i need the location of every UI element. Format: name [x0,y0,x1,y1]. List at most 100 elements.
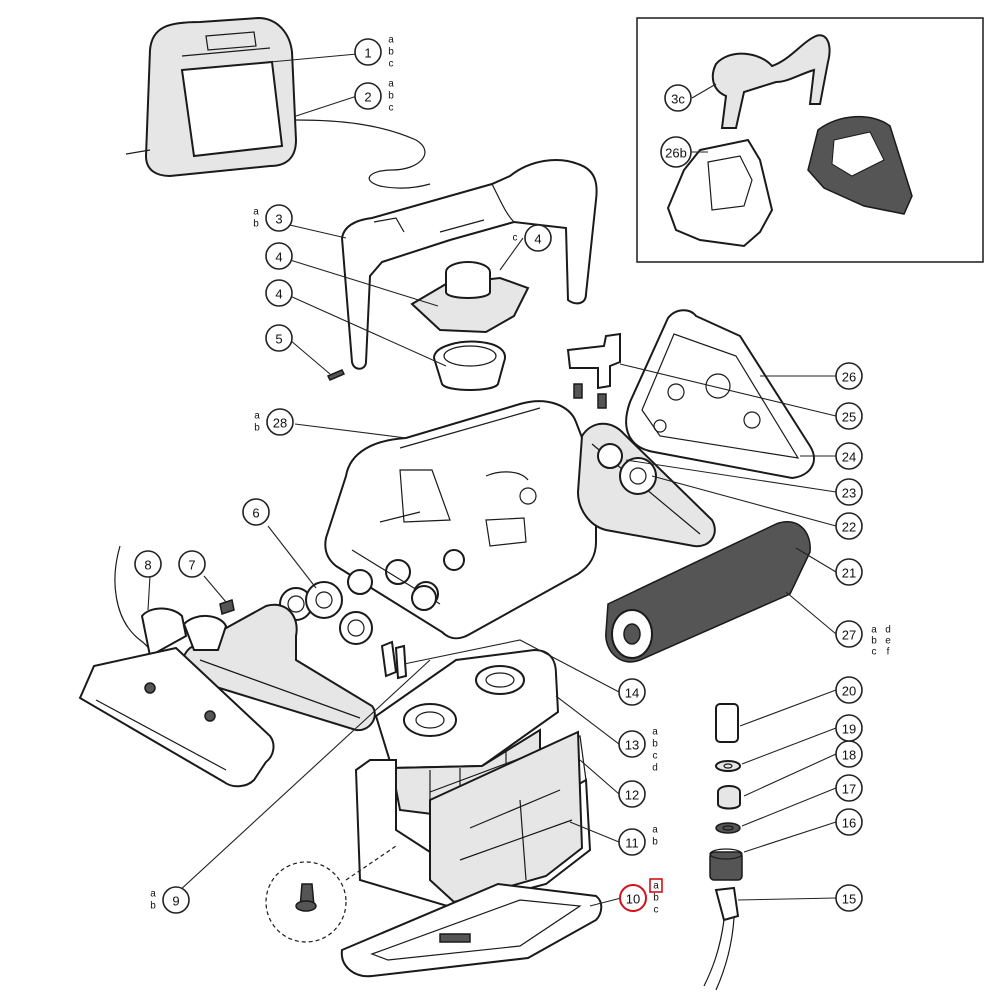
callout-circle [242,498,270,526]
filter-assembly [265,640,603,978]
variant-highlight-box [649,878,663,893]
callout-circle [835,478,863,506]
callout-7: 7 [178,550,206,578]
callout-3: 3ab [253,204,293,232]
handle [340,159,598,370]
callout-6: 6 [242,498,270,526]
callout-circle [835,362,863,390]
callout-4: 4 [265,242,293,270]
callout-variant: b [388,47,394,58]
callout-variant: c [513,233,518,244]
callout-19: 19 [835,714,863,742]
callout-number: 28 [273,416,287,431]
connector-parts-stack [703,703,743,991]
callout-number: 20 [842,684,856,699]
callout-24: 24 [835,442,863,470]
callout-number: 17 [842,782,856,797]
callout-circle [835,402,863,430]
callout-circle [835,512,863,540]
callout-circle [835,676,863,704]
callout-number: 11 [625,836,639,851]
callout-variant: c [872,647,877,658]
inset-panel [636,17,984,263]
callout-variant: b [653,893,659,904]
callout-circle [178,550,206,578]
callout-5: 5 [265,324,293,352]
callout-3c: 3c [664,84,692,112]
callout-11: 11 ab [618,825,658,856]
callout-circle [265,279,293,307]
callout-number: 6 [252,506,259,521]
callout-circle [266,408,294,436]
callout-number: 22 [842,520,856,535]
callout-variant: a [652,727,658,738]
callout-variant: b [253,219,259,230]
callout-circle [835,620,863,648]
callout-number: 19 [842,722,856,737]
callout-circle [354,82,382,110]
callout-circle [354,38,382,66]
callout-variant: a [150,889,156,900]
callout-circle [618,730,646,758]
callout-circle [524,224,552,252]
callout-circle [265,324,293,352]
callout-variant: c [653,751,658,762]
callout-number: 10 [626,892,640,907]
callout-variant: b [871,636,877,647]
callout-number: 4 [534,232,541,247]
callout-variant: a [388,35,394,46]
swivel-assembly [326,261,530,391]
callout-number: 5 [275,332,282,347]
callout-circle [660,136,692,168]
callout-variant: a [871,625,877,636]
callout-number: 7 [188,558,195,573]
callout-15: 15 [835,884,863,912]
callout-variant: a [388,79,394,90]
callout-variant: b [388,91,394,102]
callout-circle [835,714,863,742]
callout-variant: d [652,763,658,774]
callout-number: 1 [364,46,371,61]
callout-17: 17 [835,774,863,802]
callout-variant: c [654,905,659,916]
callout-4: 4c [513,224,552,252]
callout-circle [835,774,863,802]
callout-number: 21 [842,566,856,581]
callout-21: 21 [835,558,863,586]
callout-variant: a [254,411,260,422]
callout-number: 3c [671,92,685,107]
callout-23: 23 [835,478,863,506]
callout-circle [835,558,863,586]
callout-circle [265,242,293,270]
callout-18: 18 [835,740,863,768]
callout-8: 8 [134,550,162,578]
callout-1: 1 abc [354,35,394,70]
callout-12: 12 [618,780,646,808]
callout-variant: b [150,901,156,912]
left-drive-assembly [78,545,437,788]
callout-variant: a [653,881,659,892]
callout-number: 26b [665,146,687,161]
callout-25: 25 [835,402,863,430]
callout-26b: 26b [660,136,692,168]
callout-variant: b [652,837,658,848]
callout-22: 22 [835,512,863,540]
callout-variant: c [389,59,394,70]
callout-number: 18 [842,748,856,763]
leader-lines [147,53,837,907]
callout-variant: a [652,825,658,836]
callout-16: 16 [835,808,863,836]
callout-variant: a [253,207,259,218]
callout-variant: d [885,625,891,636]
callout-variant: e [885,636,891,647]
callout-circle [619,884,647,912]
callout-number: 16 [842,816,856,831]
callout-10: 10 abc [619,878,663,916]
callout-circle [835,808,863,836]
callout-number: 25 [842,410,856,425]
callout-circle [835,442,863,470]
